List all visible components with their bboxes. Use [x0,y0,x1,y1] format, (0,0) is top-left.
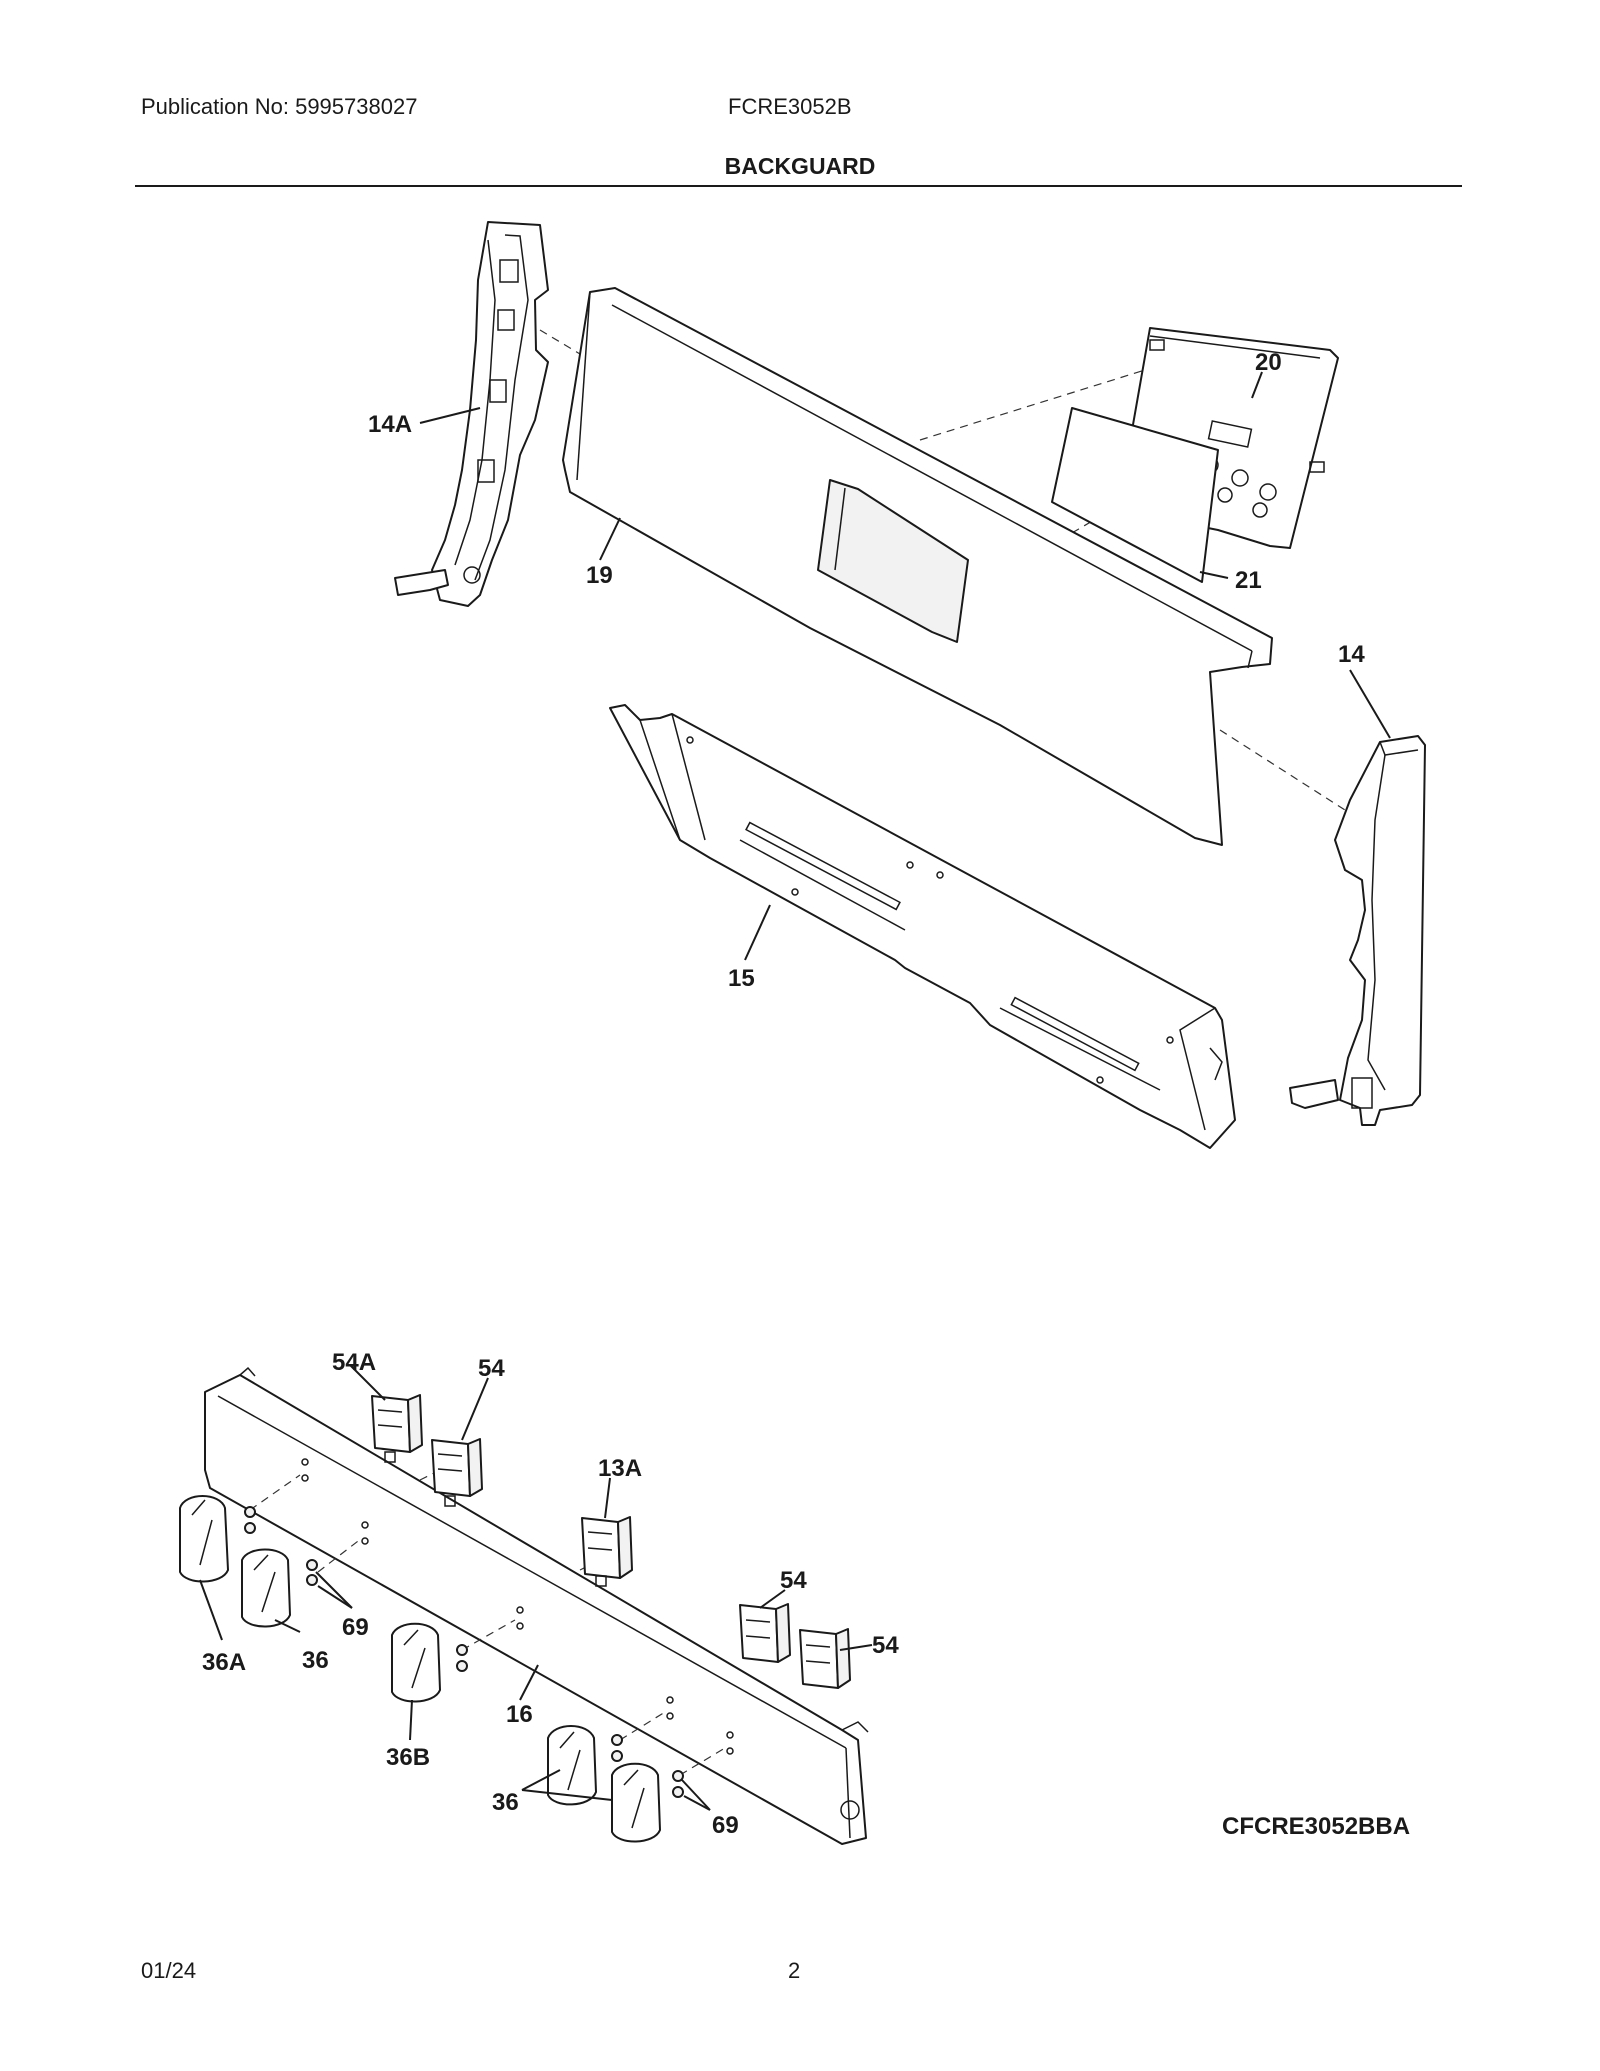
footer-date: 01/24 [141,1958,197,1983]
label-54-a: 54 [478,1355,505,1382]
right-end-cap-part [1289,735,1426,1126]
label-36-a: 36 [302,1647,329,1674]
publication-number: Publication No: 5995738027 [141,94,418,119]
diagram-code: CFCRE3052BBA [1222,1813,1410,1840]
screws-69 [244,1506,684,1798]
label-54A: 54A [332,1349,376,1376]
part-labels: 14A 19 20 21 14 15 54A 54 13A 54 54 69 3… [202,349,1365,1839]
label-14A: 14A [368,411,412,438]
label-36A: 36A [202,1649,246,1676]
overlay-glass-part [1051,407,1219,583]
label-54-c: 54 [872,1632,899,1659]
bake-switch-13A [581,1516,633,1587]
infinite-switch-54-c [799,1628,851,1689]
rear-panel-part [609,704,1236,1149]
knob-36-a [241,1548,291,1628]
label-13A: 13A [598,1455,642,1482]
infinite-switch-54A [371,1394,423,1463]
knob-36B [391,1622,441,1703]
label-54-b: 54 [780,1567,807,1594]
backguard-panel-part [562,287,1273,846]
infinite-switch-54-b [739,1603,791,1663]
label-16: 16 [506,1701,533,1728]
control-panel-part [204,1366,869,1845]
page-number: 2 [788,1958,801,1983]
label-36-b: 36 [492,1789,519,1816]
label-14: 14 [1338,641,1365,668]
infinite-switch-54-a [431,1438,483,1507]
knob-36-c [611,1762,661,1843]
label-19: 19 [586,562,613,589]
label-20: 20 [1255,349,1282,376]
header-rule [135,185,1462,187]
page-title: BACKGUARD [724,153,876,179]
label-15: 15 [728,965,755,992]
leader-lines [199,371,1391,1811]
label-69-b: 69 [712,1812,739,1839]
knob-36A [179,1495,229,1583]
knob-36-b [547,1725,597,1806]
label-21: 21 [1235,567,1262,594]
model-number: FCRE3052B [728,94,852,119]
left-end-cap-part [394,221,549,607]
label-36B: 36B [386,1744,430,1771]
label-69-a: 69 [342,1614,369,1641]
